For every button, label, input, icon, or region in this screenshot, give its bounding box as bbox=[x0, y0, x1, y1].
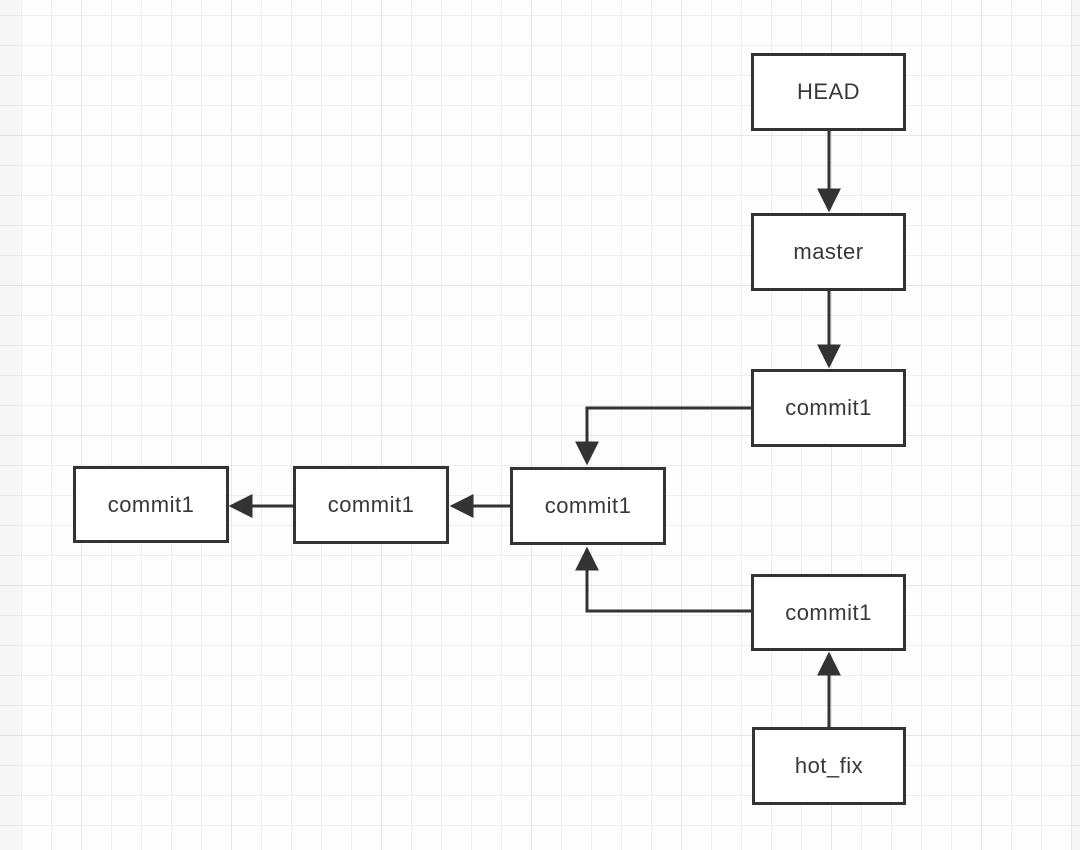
node-commit-left-label: commit1 bbox=[107, 491, 195, 517]
node-master-label: master bbox=[793, 239, 864, 264]
node-commit-bottom-label: commit1 bbox=[785, 599, 872, 625]
node-head-label: HEAD bbox=[796, 79, 861, 104]
node-commit-center[interactable]: commit1 bbox=[510, 467, 666, 545]
node-head[interactable]: HEAD bbox=[751, 53, 906, 131]
node-commit-left[interactable]: commit1 bbox=[73, 466, 229, 543]
node-commit-top[interactable]: commit1 bbox=[751, 369, 906, 447]
edge-commit-top-to-commit-center[interactable] bbox=[575, 406, 751, 466]
node-hotfix-label: hot_fix bbox=[794, 753, 864, 778]
node-commit-top-label: commit1 bbox=[785, 395, 872, 420]
node-commit-mid-left-label: commit1 bbox=[327, 492, 415, 517]
node-hotfix[interactable]: hot_fix bbox=[752, 727, 906, 805]
node-master[interactable]: master bbox=[751, 213, 906, 291]
edge-commit-bottom-to-commit-center[interactable] bbox=[575, 546, 751, 613]
node-commit-bottom[interactable]: commit1 bbox=[751, 574, 906, 651]
node-commit-mid-left[interactable]: commit1 bbox=[293, 466, 449, 544]
node-commit-center-label: commit1 bbox=[544, 493, 632, 518]
